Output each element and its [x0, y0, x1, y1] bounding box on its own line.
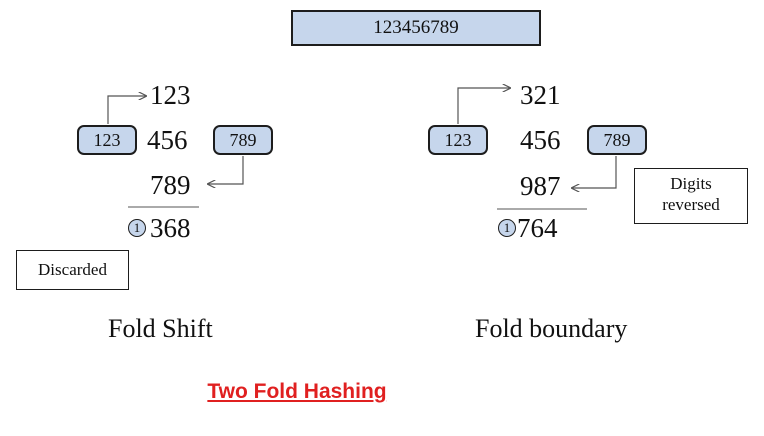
boundary-left-box: 123 — [428, 125, 488, 155]
digits-reversed-note: Digits reversed — [634, 168, 748, 224]
shift-middle-value: 456 — [147, 125, 188, 155]
boundary-row1-value: 321 — [520, 80, 561, 110]
fold-boundary-caption: Fold boundary — [475, 314, 628, 343]
boundary-row3-value: 987 — [520, 171, 561, 201]
fold-shift-caption: Fold Shift — [108, 314, 213, 343]
key-box: 123456789 — [291, 10, 541, 46]
boundary-left-arrow — [457, 88, 510, 124]
shift-left-box: 123 — [77, 125, 137, 155]
diagram-title: Two Fold Hashing — [207, 380, 387, 403]
boundary-middle-value: 456 — [520, 125, 561, 155]
shift-right-arrow — [208, 156, 244, 184]
boundary-carry-badge: 1 — [498, 219, 516, 237]
shift-carry-badge: 1 — [128, 219, 146, 237]
shift-result-value: 368 — [150, 213, 191, 243]
boundary-right-box: 789 — [587, 125, 647, 155]
shift-row1-value: 123 — [150, 80, 191, 110]
discarded-note: Discarded — [16, 250, 129, 290]
boundary-right-arrow — [572, 156, 617, 188]
shift-right-box: 789 — [213, 125, 273, 155]
shift-left-arrow — [107, 96, 146, 124]
shift-row3-value: 789 — [150, 170, 191, 200]
boundary-result-value: 764 — [517, 213, 558, 243]
